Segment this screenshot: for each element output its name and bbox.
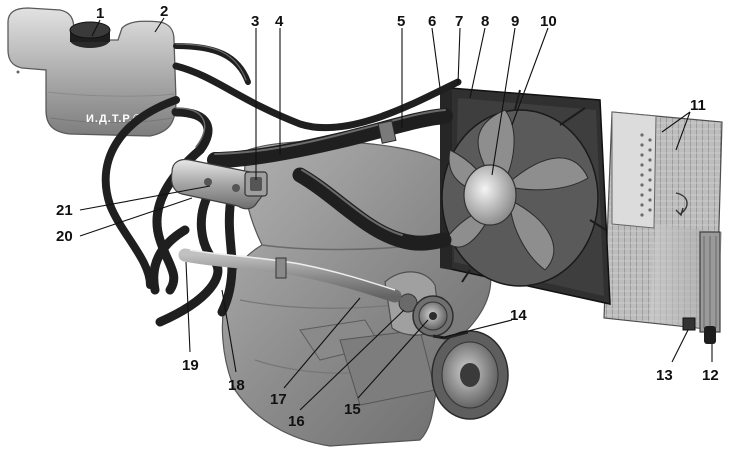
radiator-header-holes <box>640 133 652 217</box>
radiator-mount-bushing <box>704 326 716 344</box>
leader-19 <box>185 261 191 353</box>
callout-1: 1 <box>96 5 104 22</box>
leader-8 <box>469 27 486 99</box>
leader-11b <box>675 111 691 151</box>
leader-9 <box>491 27 516 176</box>
callout-4: 4 <box>275 13 284 30</box>
radiator-outlet-hose <box>292 167 452 251</box>
leader-10 <box>511 27 549 126</box>
callout-3: 3 <box>251 13 259 30</box>
callout-19: 19 <box>182 357 199 374</box>
callout-15: 15 <box>344 401 361 418</box>
leader-21 <box>79 185 211 211</box>
leader-20 <box>79 197 193 237</box>
leader-6 <box>431 27 441 89</box>
tank-overflow-hose <box>173 43 251 85</box>
callout-18: 18 <box>228 377 245 394</box>
callout-10: 10 <box>540 13 557 30</box>
leader-13 <box>671 329 689 363</box>
leader-1 <box>91 19 101 37</box>
leader-lines <box>79 17 713 411</box>
pump-inlet-pipe <box>178 248 402 303</box>
lower-hose-to-pump <box>149 225 190 295</box>
callout-21: 21 <box>56 202 73 219</box>
expansion-tank: И.Д.Т.Р.© <box>7 7 177 137</box>
radiator-drain-plug <box>682 317 696 331</box>
tank-steam-hose <box>152 107 213 295</box>
electric-fan <box>441 89 607 287</box>
callout-9: 9 <box>511 13 519 30</box>
callout-20: 20 <box>56 228 73 245</box>
callout-16: 16 <box>288 413 305 430</box>
leader-14 <box>439 319 513 339</box>
callout-12: 12 <box>702 367 719 384</box>
radiator <box>603 111 723 333</box>
callout-6: 6 <box>428 13 436 30</box>
leader-7 <box>457 27 461 85</box>
callout-17: 17 <box>270 391 287 408</box>
heater-outlet-hose <box>217 187 237 317</box>
tank-cap <box>69 21 111 48</box>
callout-labels: 1 2 3 4 5 6 7 8 9 10 11 12 13 14 15 16 1… <box>56 3 719 430</box>
radiator-inlet-hose <box>207 108 453 168</box>
leader-16 <box>299 309 405 411</box>
crankshaft-pulley <box>431 330 509 420</box>
callout-7: 7 <box>455 13 463 30</box>
leader-2 <box>154 17 165 33</box>
callout-5: 5 <box>397 13 405 30</box>
callout-13: 13 <box>656 367 673 384</box>
tank-to-radiator-hose <box>172 62 462 132</box>
leader-18 <box>221 289 237 373</box>
leader-15 <box>357 319 429 399</box>
bypass-hose <box>101 96 180 289</box>
callout-14: 14 <box>510 307 527 324</box>
leader-11a <box>661 111 691 133</box>
callout-11: 11 <box>690 97 706 114</box>
callout-2: 2 <box>160 3 168 20</box>
leader-17 <box>283 297 361 389</box>
callout-8: 8 <box>481 13 489 30</box>
tank-marking: И.Д.Т.Р.© <box>86 113 142 125</box>
